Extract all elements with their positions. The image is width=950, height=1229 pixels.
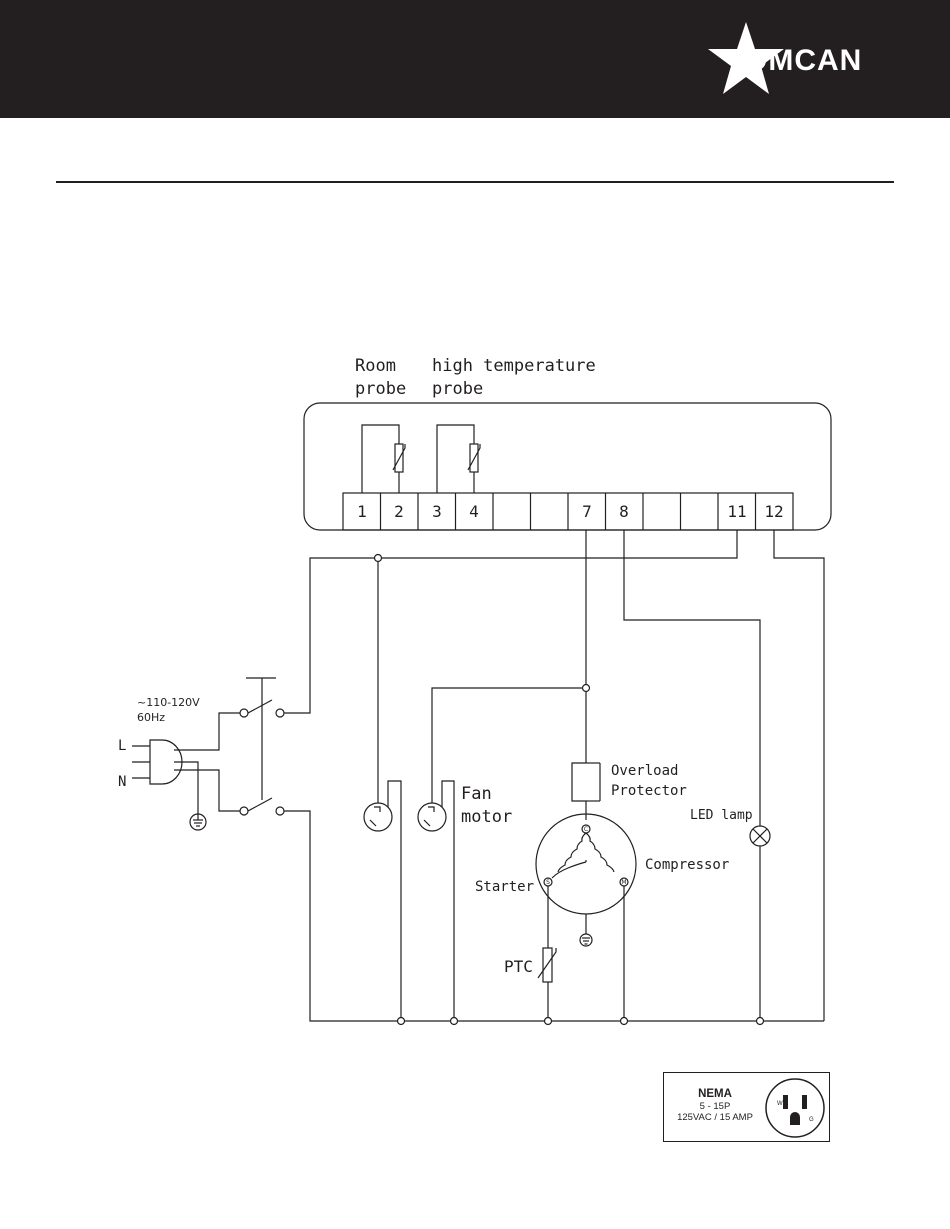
nema-title: NEMA (664, 1087, 766, 1101)
fan-motor-label-1: Fan (461, 784, 492, 804)
high-probe-loop (437, 425, 474, 493)
terminal-label: 1 (357, 502, 367, 521)
pin-w-label: W (777, 1101, 783, 1107)
high-probe-label-2: probe (432, 379, 483, 399)
terminal-label: 3 (432, 502, 442, 521)
led-lamp-label: LED lamp (690, 808, 753, 823)
overload-protector (572, 763, 586, 820)
terminal-label: 4 (469, 502, 479, 521)
neutral-label: N (118, 774, 126, 790)
nema-type: 5 - 15P (664, 1101, 766, 1112)
line-label: L (118, 738, 126, 754)
compressor-winding-m (586, 833, 614, 872)
ptc-label: PTC (504, 957, 533, 976)
terminal-label: 8 (619, 502, 629, 521)
terminal-c-label: C (584, 826, 588, 833)
pin-g-label: G (809, 1117, 814, 1123)
nema-info-box: NEMA 5 - 15P 125VAC / 15 AMP W G (663, 1072, 830, 1142)
nema-outlet-icon: W G (764, 1077, 826, 1139)
terminal-label: 2 (394, 502, 404, 521)
nema-text: NEMA 5 - 15P 125VAC / 15 AMP (664, 1087, 766, 1123)
high-probe-label-1: high temperature (432, 356, 596, 376)
terminal-m-label: M (621, 879, 626, 886)
terminal-label: 7 (582, 502, 592, 521)
room-probe-label-1: Room (355, 356, 396, 376)
room-probe-label-2: probe (355, 379, 406, 399)
starter-label: Starter (475, 879, 534, 895)
nema-rating: 125VAC / 15 AMP (664, 1112, 766, 1123)
terminal-s-label: S (546, 879, 550, 886)
terminal-label: 11 (727, 502, 746, 521)
terminal-label: 12 (764, 502, 783, 521)
supply-frequency-label: 60Hz (137, 711, 165, 724)
overload-label-2: Protector (611, 783, 687, 799)
switch-pole-l (248, 700, 272, 713)
switch-pole-n (248, 798, 272, 811)
supply-voltage-label: ~110-120V (137, 696, 200, 709)
overload-label-1: Overload (611, 763, 678, 779)
compressor-label: Compressor (645, 857, 729, 873)
wire-line-bus (280, 530, 737, 713)
wire-neutral-bus (280, 811, 824, 1021)
room-probe-loop (362, 425, 399, 493)
fan-motor-label-2: motor (461, 807, 512, 827)
